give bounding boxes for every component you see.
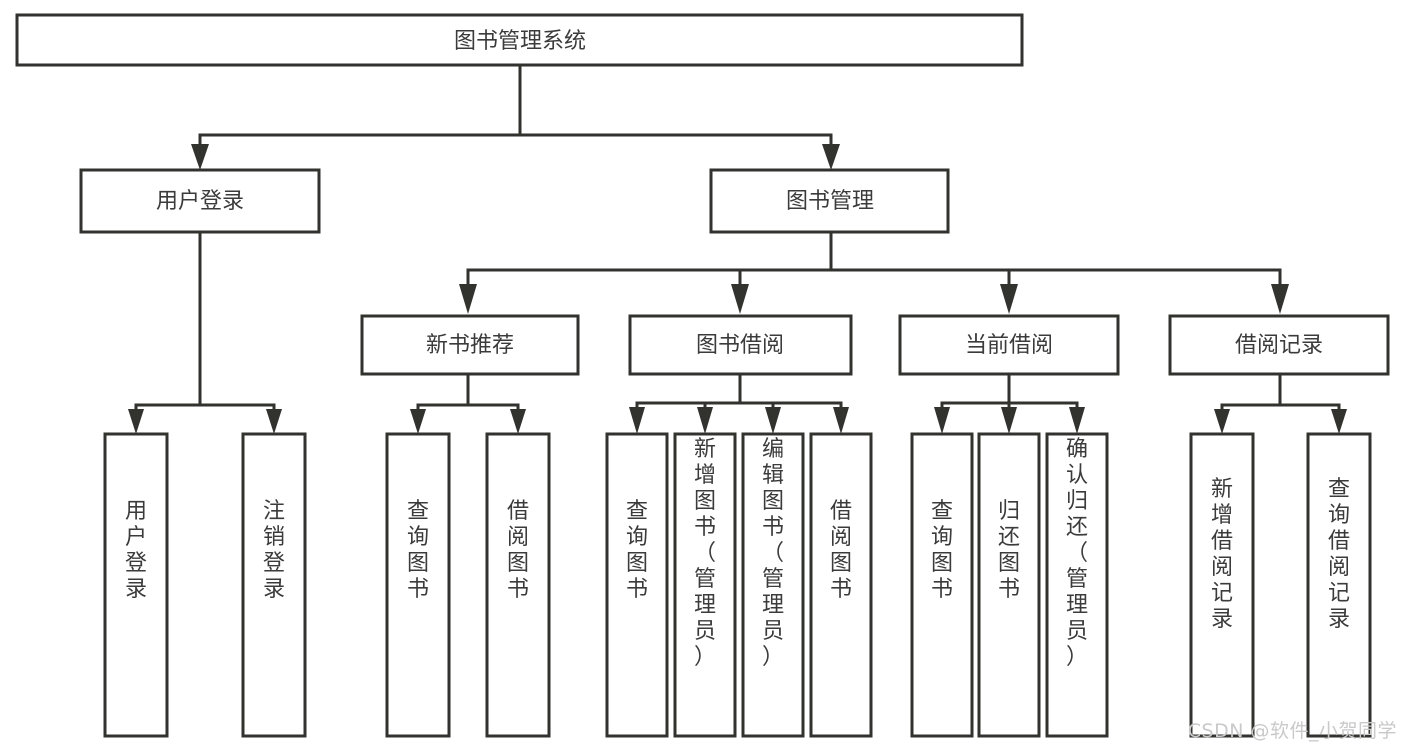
leaf-user-login-logout[interactable]: 注销登录 — [241, 432, 307, 738]
arrow-newbook-leaf2 — [510, 409, 526, 434]
node-borrow-record-box[interactable] — [1168, 314, 1390, 376]
node-user-login[interactable]: 用户登录 — [79, 168, 321, 234]
leaf-current-confirm-return-box[interactable] — [1045, 432, 1109, 738]
arrow-root-to-bookmgmt — [822, 144, 840, 170]
leaf-borrow-edit-book[interactable]: 编辑图书（管理员） — [741, 432, 805, 738]
leaf-current-return-book[interactable]: 归还图书 — [977, 432, 1041, 738]
node-user-login-label: 用户登录 — [156, 189, 244, 214]
leaf-borrow-add-book-box[interactable] — [673, 432, 737, 738]
arrow-borrow-leaf1 — [629, 407, 645, 434]
arrow-record-leaf2 — [1331, 409, 1347, 434]
node-current-borrow-box[interactable] — [898, 314, 1120, 376]
leaf-user-login-login-box[interactable] — [103, 432, 169, 738]
node-new-book-recommend-label: 新书推荐 — [426, 333, 514, 358]
node-book-management-box[interactable] — [709, 168, 950, 234]
leaf-new-book-borrow-box[interactable] — [485, 432, 551, 738]
leaf-new-book-borrow[interactable]: 借阅图书 — [485, 432, 551, 738]
arrow-borrow-leaf2 — [697, 407, 713, 434]
node-new-book-recommend[interactable]: 新书推荐 — [360, 314, 580, 376]
node-current-borrow[interactable]: 当前借阅 — [898, 314, 1120, 376]
leaf-user-login-logout-box[interactable] — [241, 432, 307, 738]
arrow-userlogin-leaf1 — [128, 409, 144, 434]
node-book-borrow-box[interactable] — [628, 314, 853, 376]
arrow-borrow-leaf4 — [833, 407, 849, 434]
arrow-userlogin-leaf2 — [266, 409, 282, 434]
node-book-management[interactable]: 图书管理 — [709, 168, 950, 234]
arrow-bookmgmt-to-newbook — [459, 284, 477, 314]
node-book-borrow[interactable]: 图书借阅 — [628, 314, 853, 376]
leaf-borrow-edit-book-label: 编辑图书（管理员） — [762, 437, 784, 670]
leaf-new-book-query-box[interactable] — [385, 432, 451, 738]
arrow-root-to-userlogin — [191, 144, 209, 170]
leaf-current-confirm-return-label: 确认归还（管理员） — [1066, 437, 1088, 670]
node-borrow-record[interactable]: 借阅记录 — [1168, 314, 1390, 376]
leaf-borrow-add-book[interactable]: 新增图书（管理员） — [673, 432, 737, 738]
arrow-newbook-leaf1 — [410, 409, 426, 434]
leaf-borrow-borrow-book[interactable]: 借阅图书 — [809, 432, 873, 738]
leaf-borrow-borrow-book-label: 借阅图书 — [830, 499, 852, 602]
node-root-label: 图书管理系统 — [454, 29, 586, 54]
leaf-new-book-query[interactable]: 查询图书 — [385, 432, 451, 738]
leaf-current-query-book-label: 查询图书 — [931, 499, 953, 602]
leaf-current-confirm-return[interactable]: 确认归还（管理员） — [1045, 432, 1109, 738]
node-current-borrow-label: 当前借阅 — [965, 333, 1053, 358]
leaf-record-query-record-label: 查询借阅记录 — [1328, 477, 1350, 632]
leaf-current-query-book-box[interactable] — [910, 432, 974, 738]
leaf-user-login-login[interactable]: 用户登录 — [103, 432, 169, 738]
arrow-borrow-leaf3 — [765, 407, 781, 434]
leaf-borrow-query-book-box[interactable] — [605, 432, 669, 738]
leaf-new-book-borrow-label: 借阅图书 — [507, 499, 529, 602]
node-user-login-box[interactable] — [79, 168, 321, 234]
leaf-user-login-login-label: 用户登录 — [125, 499, 147, 602]
leaf-borrow-edit-book-box[interactable] — [741, 432, 805, 738]
leaf-current-query-book[interactable]: 查询图书 — [910, 432, 974, 738]
arrow-record-leaf1 — [1214, 409, 1230, 434]
leaf-user-login-logout-label: 注销登录 — [263, 499, 285, 602]
node-book-management-label: 图书管理 — [786, 189, 874, 214]
node-borrow-record-label: 借阅记录 — [1235, 333, 1323, 358]
leaf-current-return-book-label: 归还图书 — [998, 499, 1020, 602]
node-book-borrow-label: 图书借阅 — [696, 333, 784, 358]
node-root-system[interactable]: 图书管理系统 — [15, 13, 1024, 67]
node-root-box[interactable] — [15, 13, 1024, 67]
arrow-current-leaf3 — [1069, 407, 1085, 434]
leaf-borrow-query-book[interactable]: 查询图书 — [605, 432, 669, 738]
arrow-bookmgmt-to-current — [1000, 284, 1018, 314]
arrow-current-leaf1 — [934, 407, 950, 434]
node-new-book-recommend-box[interactable] — [360, 314, 580, 376]
arrow-bookmgmt-to-record — [1271, 284, 1289, 314]
arrow-bookmgmt-to-borrow — [731, 284, 749, 314]
arrow-current-leaf2 — [1001, 407, 1017, 434]
leaf-borrow-query-book-label: 查询图书 — [626, 499, 648, 602]
leaf-record-query-record[interactable]: 查询借阅记录 — [1306, 432, 1372, 738]
leaf-current-return-book-box[interactable] — [977, 432, 1041, 738]
leaf-new-book-query-label: 查询图书 — [407, 499, 429, 602]
leaf-record-query-record-box[interactable] — [1306, 432, 1372, 738]
leaf-borrow-borrow-book-box[interactable] — [809, 432, 873, 738]
leaf-borrow-add-book-label: 新增图书（管理员） — [694, 437, 716, 670]
leaf-record-add-record[interactable]: 新增借阅记录 — [1189, 432, 1255, 738]
leaf-record-add-record-box[interactable] — [1189, 432, 1255, 738]
leaf-record-add-record-label: 新增借阅记录 — [1211, 477, 1233, 632]
connector-layer — [128, 63, 1347, 434]
